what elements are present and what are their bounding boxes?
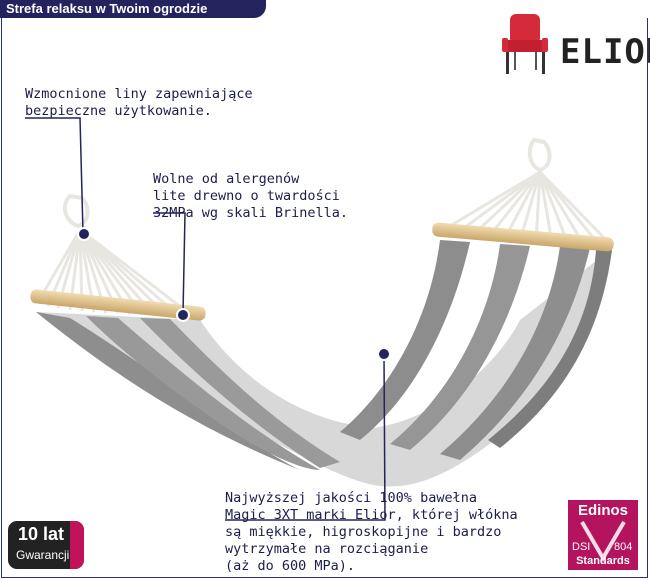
hammock-fabric — [36, 240, 612, 487]
warranty-accent — [70, 521, 84, 569]
edinos-dsi: DSI — [572, 541, 591, 553]
callout-lines — [25, 117, 386, 521]
brand-name: ELIOR — [560, 32, 650, 72]
warranty-badge: 10 lat Gwarancji — [8, 521, 84, 569]
right-wooden-bar — [432, 222, 614, 252]
red-chair-icon — [502, 14, 548, 74]
header-banner: Strefa relaksu w Twoim ogrodzie — [0, 0, 266, 18]
edinos-standards: Standards — [576, 555, 630, 567]
edinos-number: 804 — [614, 541, 633, 553]
callout-wood: Wolne od alergenów lite drewno o twardoś… — [153, 171, 349, 221]
check-v-icon — [580, 520, 626, 562]
brand-logo: ELIOR — [496, 10, 650, 80]
warranty-years: 10 lat — [18, 524, 65, 544]
left-wooden-bar — [30, 289, 206, 321]
edinos-badge: Edinos DSI 804 Standards — [568, 500, 638, 570]
callout-fabric: Najwyższej jakości 100% bawełna Magic 3X… — [225, 490, 518, 574]
warranty-label: Gwarancji — [16, 548, 70, 562]
callout-ropes: Wzmocnione liny zapewniające bezpieczne … — [25, 86, 253, 119]
right-ropes — [439, 137, 614, 248]
callout-markers — [77, 227, 391, 361]
page-frame — [1, 18, 648, 578]
edinos-name: Edinos — [577, 502, 628, 519]
